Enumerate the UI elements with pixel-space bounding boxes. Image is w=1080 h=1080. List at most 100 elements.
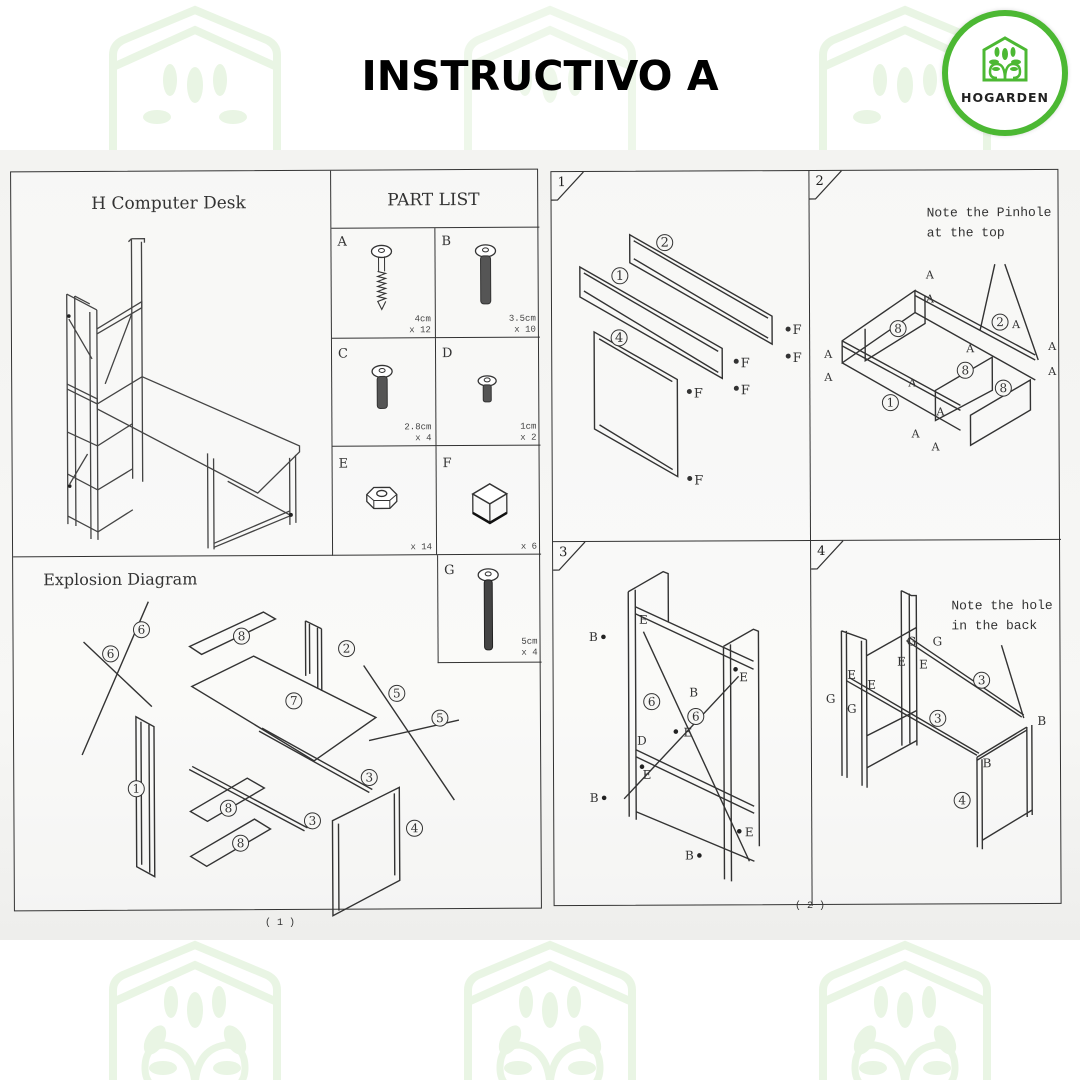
svg-text:F: F xyxy=(741,356,750,371)
page-number-2: ( 2 ) xyxy=(795,901,826,912)
step-1-illustration: 2 1 4 F F F F F F xyxy=(579,233,802,488)
watermark-logo-icon xyxy=(819,940,991,1080)
svg-text:E: E xyxy=(643,768,652,782)
step-4-illustration: 3 3 4 B B G G G G E E E E xyxy=(826,589,1046,850)
part-letter: C xyxy=(337,346,349,362)
house-tree-icon xyxy=(982,36,1028,82)
svg-text:8: 8 xyxy=(238,629,246,643)
part-list-panel: PART LIST xyxy=(331,169,540,229)
svg-text:3: 3 xyxy=(365,770,373,784)
product-title: H Computer Desk xyxy=(91,193,246,214)
brand-name: HOGARDEN xyxy=(960,90,1050,105)
svg-text:4: 4 xyxy=(615,331,623,346)
svg-text:1: 1 xyxy=(616,269,624,284)
svg-text:G: G xyxy=(847,702,857,716)
instruction-page-1: H Computer Desk xyxy=(10,168,542,917)
svg-text:1: 1 xyxy=(132,782,140,796)
step-tag-slash xyxy=(553,541,586,571)
svg-text:A: A xyxy=(935,405,945,418)
svg-text:E: E xyxy=(745,825,754,839)
svg-text:A: A xyxy=(911,427,921,440)
svg-text:A: A xyxy=(823,371,833,384)
scanned-instruction-sheet xyxy=(0,150,1080,940)
svg-text:F: F xyxy=(793,323,802,338)
svg-text:1: 1 xyxy=(887,396,895,410)
part-e-cell: E x 14 xyxy=(332,446,438,556)
svg-text:3: 3 xyxy=(978,673,986,687)
svg-text:E: E xyxy=(867,678,876,692)
svg-text:4: 4 xyxy=(411,821,419,835)
short-bolt-icon xyxy=(477,375,497,403)
svg-text:G: G xyxy=(907,635,917,649)
svg-text:8: 8 xyxy=(961,363,969,377)
part-quantity: x 14 xyxy=(410,542,433,553)
svg-text:5: 5 xyxy=(436,711,444,725)
screw-threaded-icon xyxy=(370,244,393,311)
svg-text:A: A xyxy=(1047,340,1057,353)
svg-text:8: 8 xyxy=(894,322,902,336)
svg-text:2: 2 xyxy=(343,642,351,656)
svg-text:A: A xyxy=(823,348,833,361)
step-3-illustration: 6 6 B B B B E E E E E D xyxy=(589,570,761,882)
svg-text:3: 3 xyxy=(934,711,942,725)
svg-text:8: 8 xyxy=(999,381,1007,395)
svg-text:E: E xyxy=(897,655,906,669)
step-tag-slash xyxy=(809,170,842,200)
part-letter: A xyxy=(337,234,347,250)
svg-text:8: 8 xyxy=(237,836,245,850)
step-1-panel: 1 2 1 4 F F F F F F xyxy=(551,170,812,543)
svg-text:B: B xyxy=(590,791,599,805)
part-letter: D xyxy=(441,346,453,362)
svg-text:A: A xyxy=(907,377,917,390)
long-bolt-icon xyxy=(477,568,499,651)
computer-desk-illustration xyxy=(66,238,301,550)
svg-text:8: 8 xyxy=(225,801,233,815)
step-tag-slash xyxy=(551,171,584,201)
foot-cap-icon xyxy=(471,483,509,525)
svg-text:6: 6 xyxy=(138,623,146,637)
brand-logo: HOGARDEN xyxy=(942,10,1068,136)
svg-text:E: E xyxy=(847,668,856,682)
page-title: INSTRUCTIVO A xyxy=(361,52,719,100)
page-number-1: ( 1 ) xyxy=(265,918,296,929)
watermark-logo-icon xyxy=(464,5,636,155)
svg-text:F: F xyxy=(793,351,802,366)
svg-text:4: 4 xyxy=(958,793,966,807)
svg-text:F: F xyxy=(694,386,703,401)
bolt-icon xyxy=(371,364,393,409)
watermark-logo-icon xyxy=(109,940,281,1080)
svg-text:2: 2 xyxy=(661,236,669,251)
svg-text:G: G xyxy=(826,692,836,706)
explosion-diagram: 6 6 1 8 2 7 5 5 3 8 3 8 4 xyxy=(81,601,460,917)
svg-text:7: 7 xyxy=(290,694,298,708)
svg-text:B: B xyxy=(983,756,992,770)
svg-text:G: G xyxy=(933,634,943,648)
part-quantity: x 6 xyxy=(520,541,538,552)
part-letter: B xyxy=(441,234,452,250)
svg-text:B: B xyxy=(1037,714,1046,728)
svg-text:A: A xyxy=(1011,318,1021,331)
product-overview-panel: H Computer Desk xyxy=(11,170,334,558)
svg-text:5: 5 xyxy=(393,686,401,700)
svg-text:E: E xyxy=(739,670,748,684)
svg-text:6: 6 xyxy=(692,709,700,723)
svg-text:B: B xyxy=(689,685,698,699)
svg-text:A: A xyxy=(1047,365,1057,378)
svg-text:F: F xyxy=(741,383,750,398)
svg-text:A: A xyxy=(965,342,975,355)
step-tag-slash xyxy=(811,540,844,570)
svg-text:D: D xyxy=(637,734,647,748)
svg-text:3: 3 xyxy=(309,814,317,828)
